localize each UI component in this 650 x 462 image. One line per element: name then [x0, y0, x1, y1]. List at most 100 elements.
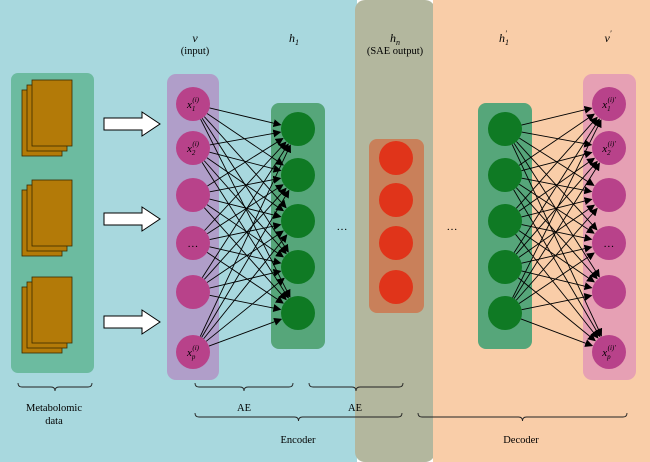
output-node [592, 335, 626, 369]
encoder-connection [209, 222, 282, 240]
ae-label-2: AE [348, 403, 362, 414]
encoder-connection [206, 113, 284, 166]
decoder-connection [513, 189, 601, 338]
encoder-connection [209, 268, 282, 289]
hn-nodes [379, 141, 413, 304]
decoder-label: Decoder [503, 435, 539, 446]
input-arrows [103, 111, 161, 335]
node-label: x1(i)′ [601, 96, 616, 113]
data-arrow-icon [103, 309, 161, 335]
encoder-connection [209, 151, 282, 173]
brace [417, 412, 628, 422]
encoder-connection [209, 107, 282, 128]
encoder-connection [201, 143, 289, 278]
h1-node [281, 112, 315, 146]
input-node [176, 87, 210, 121]
ellipsis-encoder: … [337, 221, 348, 233]
h1-nodes [281, 112, 315, 330]
encoder-label: Encoder [281, 435, 316, 446]
h1-node [281, 204, 315, 238]
decoder-connection [520, 318, 594, 347]
decoder-connection [513, 118, 600, 253]
encoder-connection [205, 277, 285, 342]
input-nodes: x1(i)x2(i)…xp(i) [176, 87, 210, 369]
decoder-connections [511, 105, 603, 347]
decoder-connection [512, 119, 602, 298]
h1-prime-node [488, 158, 522, 192]
hn-node [379, 141, 413, 175]
decoder-connection [518, 113, 595, 166]
node-label: xp(i)′ [601, 344, 616, 361]
output-node [592, 131, 626, 165]
output-node [592, 178, 626, 212]
ae-label-1: AE [237, 403, 251, 414]
metabolomic-label-2: data [45, 416, 63, 427]
brace [308, 382, 404, 392]
encoder-connection [209, 175, 282, 193]
document-icon [31, 79, 73, 147]
input-node [176, 335, 210, 369]
output-node [592, 275, 626, 309]
decoder-connection [521, 270, 593, 291]
encoder-connection [209, 129, 282, 146]
input-label: v [192, 31, 198, 45]
v-prime-label: v′ [604, 29, 611, 45]
decoder-connection [511, 144, 603, 337]
h1-prime-node [488, 204, 522, 238]
metabolomic-label: Metabolomic [26, 403, 82, 414]
hn-caption: (SAE output) [367, 46, 424, 57]
hn-node [379, 270, 413, 304]
document-stacks [21, 79, 73, 354]
h1-node [281, 250, 315, 284]
decoder-connection [521, 105, 593, 126]
encoder-connection [206, 230, 284, 283]
h1-prime-node [488, 112, 522, 146]
encoder-connection [206, 252, 284, 304]
encoder-connection [203, 234, 288, 340]
encoder-connection [209, 294, 282, 313]
h1-prime-node [488, 296, 522, 330]
node-label: x1(i) [186, 96, 200, 113]
brace [194, 412, 403, 422]
decoder-connection [515, 234, 599, 339]
decoder-connection [515, 160, 598, 255]
input-node [176, 226, 210, 260]
decoder-connection [513, 143, 600, 278]
h1-prime-nodes [488, 112, 522, 330]
hn-node [379, 183, 413, 217]
output-node [592, 226, 626, 260]
h1-node [281, 296, 315, 330]
h1-prime-node [488, 250, 522, 284]
decoder-connection [521, 293, 593, 311]
decoder-connection [513, 162, 600, 299]
node-label: … [604, 238, 614, 250]
hn-node [379, 226, 413, 260]
ellipsis-decoder: … [447, 221, 458, 233]
input-node [176, 178, 210, 212]
encoder-connection [209, 246, 282, 266]
braces [17, 382, 628, 422]
h1-node [281, 158, 315, 192]
data-arrow-icon [103, 206, 161, 232]
decoder-connection [517, 277, 596, 342]
decoder-connection [515, 207, 598, 301]
data-arrow-icon [103, 111, 161, 137]
encoder-connection [207, 138, 284, 187]
input-node [176, 275, 210, 309]
hn-label: hn [390, 31, 400, 47]
encoder-connection [206, 157, 285, 212]
encoder-connection [201, 189, 290, 338]
document-icon [31, 179, 73, 247]
node-label: … [188, 238, 198, 250]
encoder-connection [209, 198, 282, 219]
decoder-connection [518, 157, 596, 212]
encoder-connections [199, 107, 291, 347]
input-caption: (input) [181, 46, 210, 57]
decoder-connection [515, 116, 598, 209]
encoder-connection [206, 204, 284, 258]
input-node [176, 131, 210, 165]
decoder-connection [521, 150, 593, 172]
brace [17, 382, 93, 392]
decoder-connection [518, 230, 595, 283]
